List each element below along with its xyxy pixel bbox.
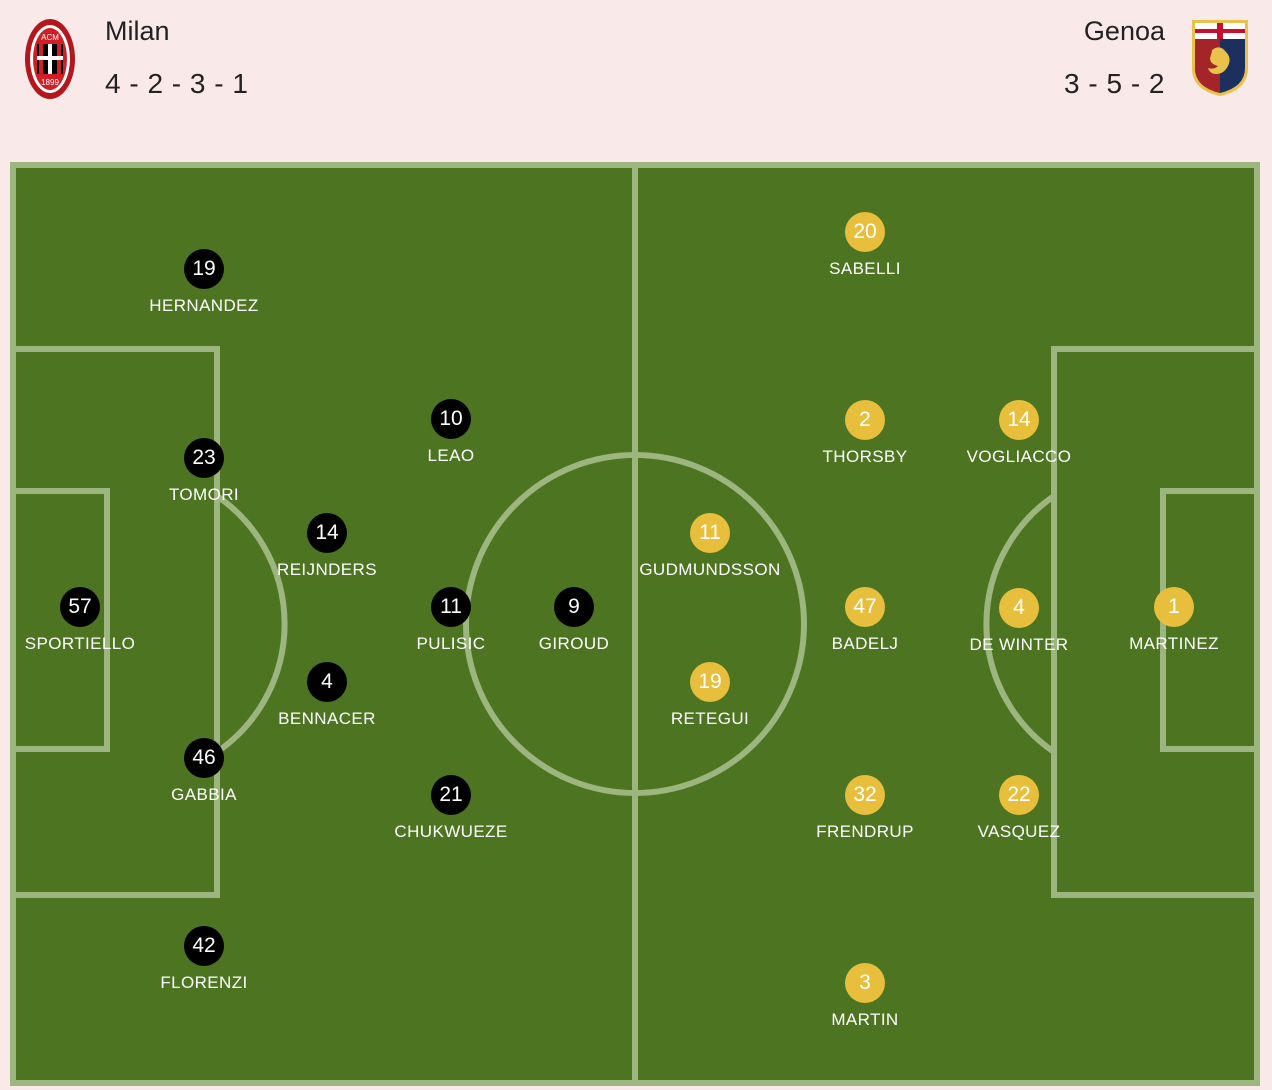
player-number-badge: 11 <box>690 513 730 553</box>
player-number-badge: 4 <box>307 662 347 702</box>
player-name-label: REIJNDERS <box>277 560 377 579</box>
player-name-label: TOMORI <box>168 485 240 504</box>
player-number-badge: 32 <box>845 775 885 815</box>
player-number-badge: 19 <box>184 249 224 289</box>
player-number-badge: 22 <box>999 775 1039 815</box>
player-name-label: GABBIA <box>171 785 237 804</box>
player-name-label: VOGLIACCO <box>966 447 1072 466</box>
away-formation: 3 - 5 - 2 <box>1064 68 1165 99</box>
home-formation: 4 - 2 - 3 - 1 <box>105 68 249 99</box>
player-number-badge: 19 <box>690 662 730 702</box>
player-name-label: THORSBY <box>822 447 908 466</box>
player-name-label: SPORTIELLO <box>24 634 136 653</box>
player-name-label: SABELLI <box>829 259 901 278</box>
player-number-badge: 23 <box>184 438 224 478</box>
home-team-name: Milan <box>105 16 170 46</box>
player-name-label: CHUKWUEZE <box>394 822 508 841</box>
pitch-markings <box>10 162 1260 1086</box>
crest-bottom-text: 1899 <box>41 78 59 87</box>
player-name-label: VASQUEZ <box>977 822 1061 841</box>
crest-top-text: ACM <box>41 33 59 42</box>
player-name-label: GUDMUNDSSON <box>639 560 781 579</box>
player-name-label: HERNANDEZ <box>149 296 259 315</box>
player-name-label: FLORENZI <box>160 973 248 992</box>
player-number-badge: 2 <box>845 400 885 440</box>
away-team-name: Genoa <box>1083 16 1165 46</box>
player-number-badge: 57 <box>60 587 100 627</box>
player-name-label: FRENDRUP <box>816 822 914 841</box>
player-number-badge: 9 <box>554 587 594 627</box>
player-name-label: MARTIN <box>831 1010 899 1029</box>
player-name-label: GIROUD <box>538 634 610 653</box>
player-number-badge: 1 <box>1154 587 1194 627</box>
player-name-label: LEAO <box>427 446 475 465</box>
player-name-label: BENNACER <box>278 709 376 728</box>
player-number-badge: 3 <box>845 963 885 1003</box>
player-number-badge: 46 <box>184 738 224 778</box>
player-number-badge: 10 <box>431 399 471 439</box>
player-number-badge: 20 <box>845 212 885 252</box>
player-number-badge: 42 <box>184 926 224 966</box>
player-name-label: PULISIC <box>416 634 486 653</box>
player-number-badge: 14 <box>999 400 1039 440</box>
player-number-badge: 11 <box>431 587 471 627</box>
player-name-label: RETEGUI <box>670 709 750 728</box>
player-number-badge: 21 <box>431 775 471 815</box>
player-name-label: BADELJ <box>831 634 899 653</box>
player-number-badge: 4 <box>999 588 1039 628</box>
player-number-badge: 14 <box>307 513 347 553</box>
player-name-label: DE WINTER <box>969 635 1069 654</box>
genoa-griffin-crest-icon <box>1190 18 1250 98</box>
ac-milan-crest-icon: ACM 1899 <box>24 18 76 100</box>
player-number-badge: 47 <box>845 587 885 627</box>
player-name-label: MARTINEZ <box>1129 634 1219 653</box>
